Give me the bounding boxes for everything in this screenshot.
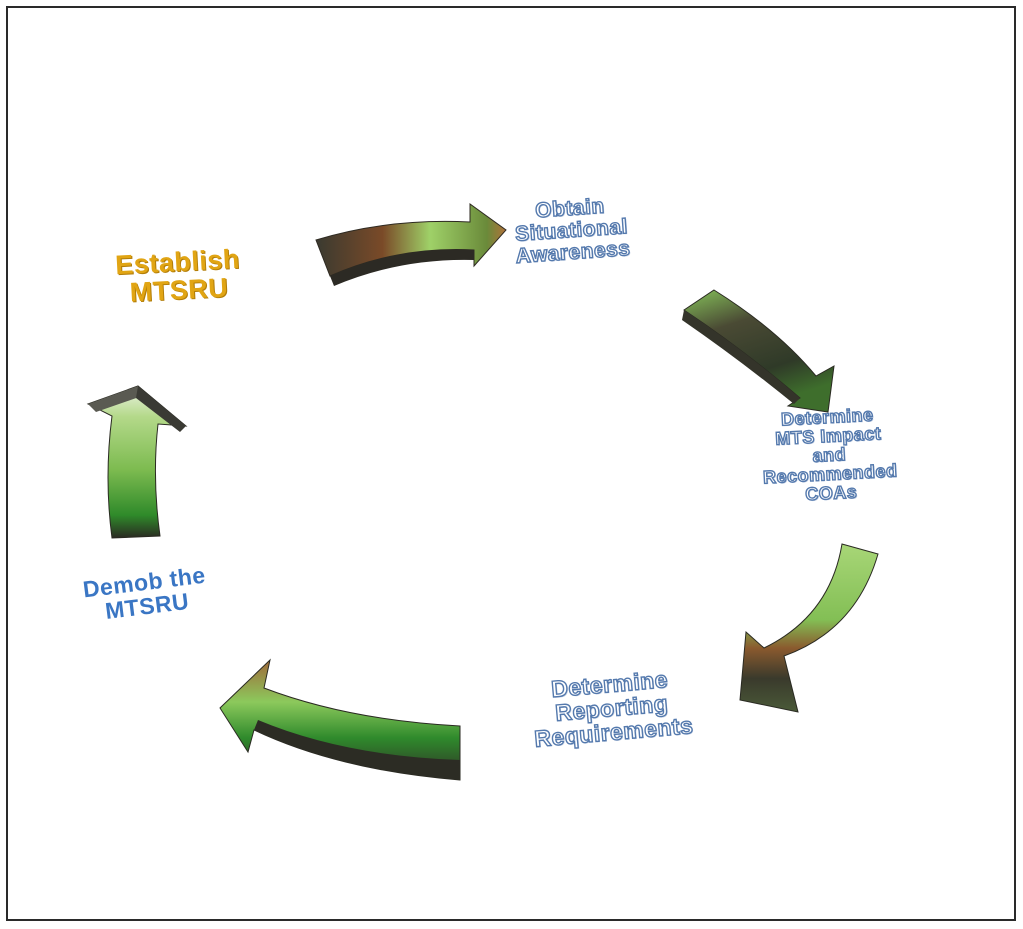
- cycle-arrows: [86, 203, 879, 781]
- arrow-right: [682, 289, 835, 413]
- step-determine-impact-label: Determine MTS Impact and Recommended COA…: [760, 404, 899, 506]
- step-obtain-label: Obtain Situational Awareness: [512, 194, 632, 269]
- arrow-top: [315, 203, 507, 286]
- arrow-left: [86, 385, 188, 539]
- step-establish-line-2: MTSRU: [129, 272, 229, 308]
- diagram-frame: Establish MTSRU Obtain Situational Aware…: [6, 6, 1016, 921]
- arrow-lower-right: [739, 543, 879, 713]
- step-determine-reporting-label: Determine Reporting Requirements: [529, 665, 695, 752]
- step-establish-label: Establish MTSRU: [115, 244, 242, 308]
- arrow-bottom: [219, 658, 461, 781]
